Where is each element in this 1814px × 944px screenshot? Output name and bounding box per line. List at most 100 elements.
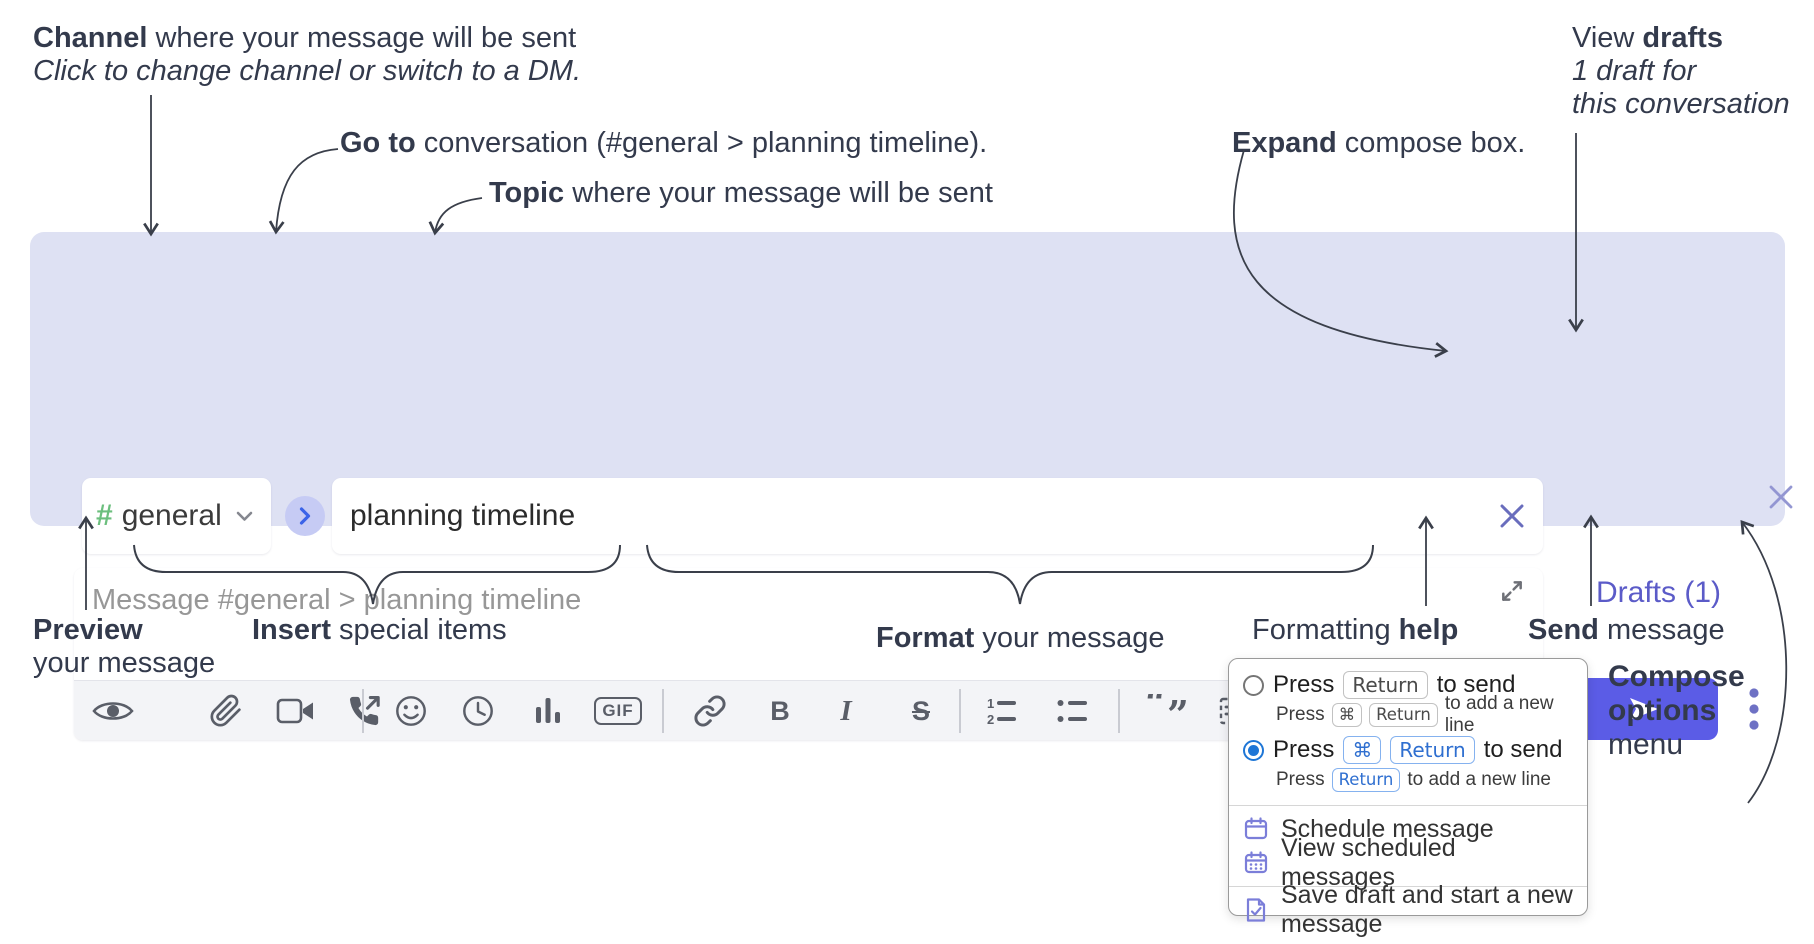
channel-annotation-line2: Click to change channel or switch to a D…	[33, 55, 582, 87]
kbd-return: Return	[1369, 702, 1438, 727]
formatting-help-annotation-bold: help	[1398, 614, 1459, 646]
add-voice-call-icon[interactable]	[342, 685, 386, 737]
radio-selected-icon[interactable]	[1243, 739, 1264, 761]
arrow-goto	[268, 148, 339, 235]
topic-annotation-bold: Topic	[489, 177, 565, 209]
topic-input[interactable]	[332, 478, 1543, 554]
numbered-list-icon[interactable]: 1 2	[979, 685, 1023, 737]
kbd-return-blue: Return	[1390, 736, 1475, 764]
menu-item-view-scheduled-messages[interactable]: View scheduled messages	[1229, 834, 1587, 891]
menu-item-save-draft-new-message[interactable]: Save draft and start a new message	[1229, 881, 1587, 938]
compose-options-annotation-line1: Compose	[1608, 660, 1745, 693]
bold-glyph: B	[770, 695, 790, 726]
preview-annotation-line2: your message	[33, 647, 216, 679]
arrow-topic	[428, 197, 483, 236]
menu-divider	[1229, 805, 1587, 806]
paperclip-icon	[210, 694, 241, 727]
topic-field	[332, 478, 1543, 554]
gif-icon: GIF	[594, 697, 642, 725]
chevron-down-icon	[236, 511, 253, 521]
opt1-sub-press: Press	[1276, 703, 1325, 725]
svg-text:“: “	[1145, 694, 1167, 725]
compose-options-annotation-line3: menu	[1608, 728, 1684, 761]
draft-check-icon	[1243, 897, 1269, 923]
toolbar-divider	[362, 689, 364, 733]
channel-annotation: Channel where your message will be sent …	[33, 22, 581, 88]
drafts-annotation-pre: View	[1572, 22, 1643, 54]
chain-link-icon	[694, 695, 726, 727]
link-icon[interactable]	[688, 685, 732, 737]
compose-options-menu: Press Return to send Press ⌘ Return to a…	[1228, 658, 1588, 938]
expand-annotation: Expand compose box.	[1232, 127, 1525, 160]
channel-name: general	[121, 499, 222, 532]
opt1-to-send: to send	[1436, 671, 1516, 698]
expand-compose-button[interactable]	[1499, 574, 1533, 608]
compose-box: # general	[30, 232, 1793, 740]
format-annotation: Format your message	[876, 622, 1165, 655]
insert-annotation-rest: special items	[330, 614, 507, 646]
toolbar-divider	[1118, 689, 1120, 733]
menu-item-label: Schedule message	[1281, 814, 1494, 843]
go-to-conversation-button[interactable]	[285, 496, 325, 536]
add-gif-icon[interactable]: GIF	[590, 685, 646, 737]
toolbar-divider	[662, 689, 664, 733]
radio-unselected-icon[interactable]	[1243, 674, 1264, 696]
drafts-annotation-line2: 1 draft for	[1572, 55, 1697, 87]
expand-annotation-bold: Expand	[1232, 127, 1337, 159]
clear-topic-icon[interactable]	[1497, 501, 1527, 531]
add-poll-icon[interactable]	[526, 685, 570, 737]
eye-icon	[92, 702, 134, 720]
smiley-icon	[396, 696, 426, 726]
drafts-annotation-bold: drafts	[1642, 22, 1723, 54]
add-global-time-icon[interactable]	[456, 685, 500, 737]
goto-annotation: Go to conversation (#general > planning …	[340, 127, 987, 160]
menu-option-enter-to-send[interactable]: Press Return to send Press ⌘ Return to a…	[1229, 669, 1587, 736]
opt1-press: Press	[1273, 671, 1335, 698]
goto-annotation-bold: Go to	[340, 127, 416, 159]
bold-icon[interactable]: B	[758, 685, 802, 737]
italic-icon[interactable]: I	[824, 685, 868, 737]
formatting-help-annotation: Formatting help	[1252, 614, 1458, 647]
italic-glyph: I	[840, 694, 852, 727]
add-video-call-icon[interactable]	[274, 685, 318, 737]
opt2-sub-press: Press	[1276, 768, 1325, 790]
bulleted-list-icon[interactable]	[1050, 685, 1094, 737]
opt2-press: Press	[1273, 736, 1335, 763]
arrow-compose-options	[1740, 520, 1788, 804]
expand-annotation-rest: compose box.	[1336, 127, 1526, 159]
goto-annotation-rest: conversation (#general > planning timeli…	[415, 127, 988, 159]
send-annotation-bold: Send	[1528, 614, 1599, 646]
calendar-grid-icon	[1243, 850, 1269, 876]
send-button[interactable]	[1570, 678, 1718, 740]
format-annotation-rest: your message	[974, 622, 1165, 654]
opt2-to-send: to send	[1483, 736, 1563, 763]
channel-selector[interactable]: # general	[82, 478, 271, 554]
bar-chart-icon	[536, 698, 560, 723]
emoji-icon[interactable]	[389, 685, 433, 737]
insert-annotation: Insert special items	[252, 614, 507, 647]
paper-plane-icon	[1630, 698, 1658, 720]
toolbar-divider	[959, 689, 961, 733]
close-compose-button[interactable]	[1766, 480, 1804, 514]
drafts-annotation: View drafts 1 draft for this conversatio…	[1572, 22, 1790, 121]
attach-file-icon[interactable]	[204, 685, 248, 737]
expand-diagonal-icon	[1502, 581, 1522, 601]
menu-item-schedule-message[interactable]: Schedule message	[1229, 812, 1587, 846]
drafts-annotation-line3: this conversation	[1572, 88, 1790, 120]
formatting-help-annotation-pre: Formatting	[1252, 614, 1399, 646]
preview-icon[interactable]	[91, 685, 135, 737]
ordered-list-icon: 1 2	[987, 696, 1016, 727]
unordered-list-icon	[1057, 700, 1087, 722]
strikethrough-icon[interactable]: S	[899, 685, 943, 737]
video-camera-icon	[276, 698, 313, 724]
menu-divider	[1229, 886, 1587, 887]
send-annotation-rest: message	[1598, 614, 1725, 646]
menu-option-cmd-enter-to-send[interactable]: Press ⌘ Return to send Press Return to a…	[1229, 734, 1587, 799]
menu-item-label: Save draft and start a new message	[1281, 881, 1573, 938]
topic-annotation: Topic where your message will be sent	[489, 177, 993, 210]
drafts-link[interactable]: Drafts (1)	[1596, 576, 1722, 609]
format-annotation-bold: Format	[876, 622, 975, 654]
strikethrough-glyph: S	[911, 695, 930, 726]
quote-icon[interactable]: “ ”	[1143, 685, 1193, 737]
vertical-ellipsis-icon	[1749, 688, 1759, 730]
